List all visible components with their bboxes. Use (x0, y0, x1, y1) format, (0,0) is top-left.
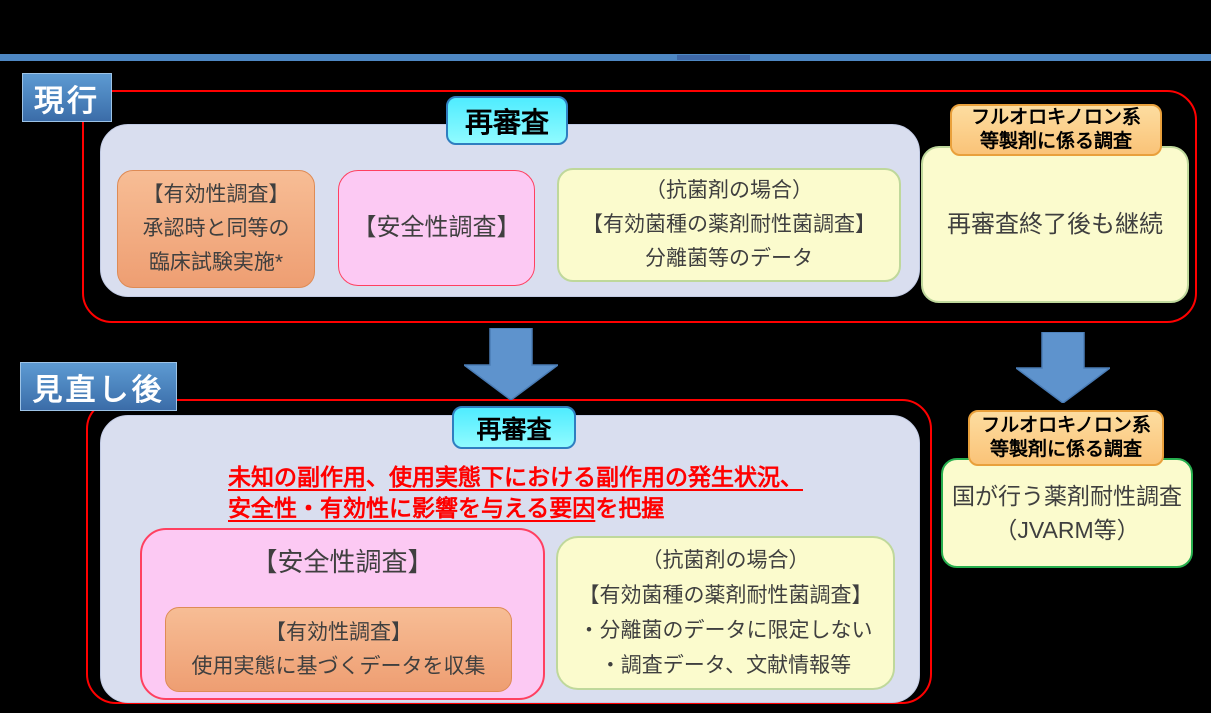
current-efficacy-line2: 承認時と同等の (142, 217, 290, 240)
jvarm-line1: 国が行う薬剤耐性調査 (952, 483, 1182, 509)
current-fluoroquinolone-body: 再審査終了後も継続 (947, 210, 1163, 238)
jvarm-line2: （JVARM等） (994, 517, 1140, 543)
current-section-label-text: 現行 (34, 84, 100, 118)
purpose-seg-grasp: を把握 (595, 495, 665, 521)
top-accent-line (0, 54, 1211, 61)
revised-antibacterial-line3: ・分離菌のデータに限定しない (578, 619, 873, 642)
current-safety-survey-box: 【安全性調査】 (338, 170, 535, 286)
revised-section-label: 見直し後 (20, 362, 177, 411)
revised-section-label-text: 見直し後 (32, 373, 165, 407)
revised-purpose-text: 未知の副作用、使用実態下における副作用の発生状況、 安全性・有効性に影響を与える… (228, 462, 803, 524)
current-efficacy-survey-box: 【有効性調査】 承認時と同等の 臨床試験実施* (117, 170, 315, 288)
current-reexam-title-box: 再審査 (446, 96, 568, 145)
revised-efficacy-line2: 使用実態に基づくデータを収集 (191, 654, 486, 678)
revised-purpose-line2: 安全性・有効性に影響を与える要因を把握 (228, 493, 803, 524)
down-arrow-left-icon (464, 328, 558, 400)
purpose-seg-factors: 安全性・有効性に影響を与える要因 (228, 495, 596, 521)
revised-safety-survey-box: 【安全性調査】 【有効性調査】 使用実態に基づくデータを収集 (140, 528, 545, 700)
current-fluoroquinolone-header: フルオロキノロン系 等製剤に係る調査 (950, 104, 1162, 156)
current-safety-title: 【安全性調査】 (352, 214, 521, 241)
purpose-seg-real-world-adr: 使用実態下における副作用の発生状況、 (389, 464, 803, 490)
revised-reexam-title-box: 再審査 (452, 406, 576, 449)
purpose-seg-unknown-adr: 未知の副作用 (228, 464, 366, 490)
current-fluoroquinolone-body-box: 再審査終了後も継続 (921, 146, 1189, 303)
current-efficacy-line1: 【有効性調査】 (142, 183, 290, 206)
current-efficacy-line3: 臨床試験実施* (148, 251, 284, 274)
revised-fluoro-header-line2: 等製剤に係る調査 (989, 439, 1142, 460)
revised-fluoroquinolone-body-box: 国が行う薬剤耐性調査 （JVARM等） (941, 458, 1193, 568)
revised-section-outline (86, 399, 932, 704)
current-section-label: 現行 (22, 73, 112, 122)
current-antibacterial-line3: 分離菌等のデータ (645, 247, 813, 270)
revised-efficacy-line1: 【有効性調査】 (265, 620, 412, 644)
current-fluoro-header-line2: 等製剤に係る調査 (979, 131, 1132, 152)
revised-antibacterial-line1: （抗菌剤の場合） (641, 549, 810, 572)
top-accent-line-dark-segment (677, 55, 750, 60)
current-antibacterial-line1: （抗菌剤の場合） (645, 179, 813, 202)
purpose-seg-comma: 、 (366, 464, 389, 490)
revised-reexam-title-text: 再審査 (476, 415, 552, 444)
revised-efficacy-survey-box: 【有効性調査】 使用実態に基づくデータを収集 (165, 607, 512, 692)
revised-antibacterial-line2: 【有効菌種の薬剤耐性菌調査】 (578, 584, 873, 607)
revised-fluoro-header-line1: フルオロキノロン系 (981, 415, 1151, 436)
revised-antibacterial-line4: ・調査データ、文献情報等 (599, 654, 852, 677)
revised-antibacterial-box: （抗菌剤の場合） 【有効菌種の薬剤耐性菌調査】 ・分離菌のデータに限定しない ・… (556, 536, 895, 690)
current-antibacterial-line2: 【有効菌種の薬剤耐性菌調査】 (582, 213, 876, 236)
current-section-outline (82, 90, 1197, 323)
revised-safety-title: 【安全性調査】 (251, 547, 434, 577)
revised-purpose-line1: 未知の副作用、使用実態下における副作用の発生状況、 (228, 462, 803, 493)
revised-fluoroquinolone-header: フルオロキノロン系 等製剤に係る調査 (968, 410, 1164, 466)
current-reexam-title-text: 再審査 (464, 106, 549, 138)
current-antibacterial-box: （抗菌剤の場合） 【有効菌種の薬剤耐性菌調査】 分離菌等のデータ (557, 168, 901, 282)
current-fluoro-header-line1: フルオロキノロン系 (971, 107, 1141, 128)
down-arrow-right-icon (1016, 332, 1110, 403)
